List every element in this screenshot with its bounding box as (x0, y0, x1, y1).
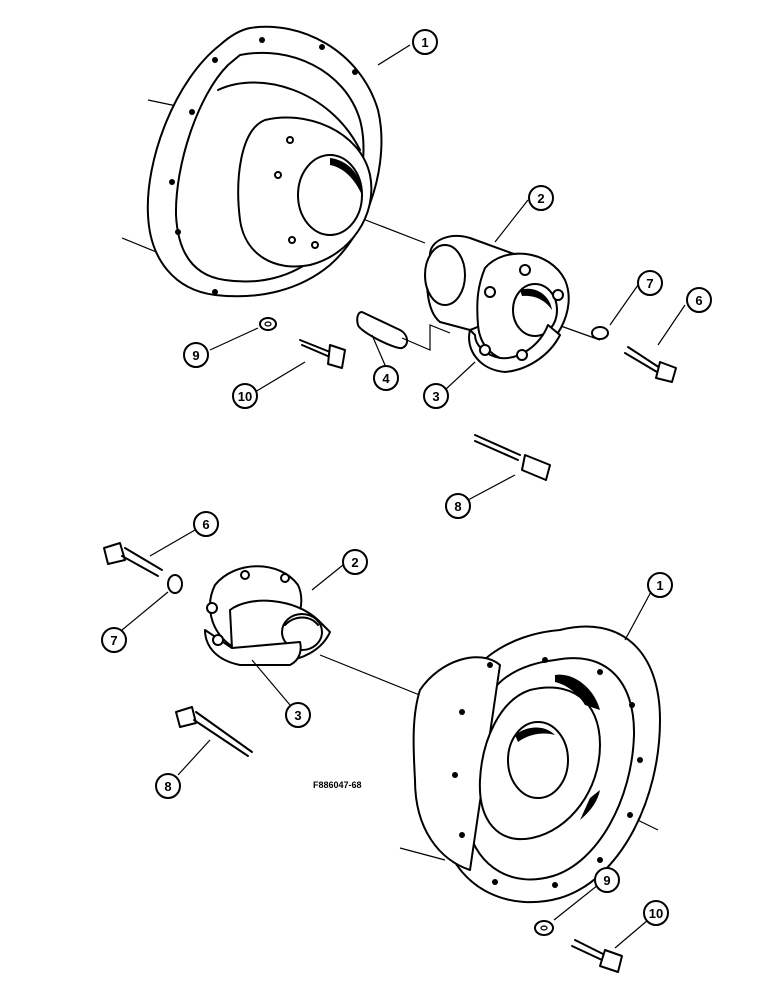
svg-text:8: 8 (164, 779, 171, 794)
callout-bubble: 1 (412, 29, 438, 55)
callout-bubble: 7 (637, 270, 663, 296)
svg-text:7: 7 (110, 633, 117, 648)
lower-washer-7 (167, 574, 183, 594)
callout-bubble: 1 (647, 572, 673, 598)
upper-hub (424, 235, 570, 373)
callout-bubble: 9 (183, 342, 209, 368)
callout-bubble: 7 (101, 627, 127, 653)
upper-bolt-6 (624, 346, 677, 383)
upper-key (356, 311, 451, 351)
svg-text:8: 8 (454, 499, 461, 514)
svg-text:10: 10 (649, 906, 663, 921)
lower-hub (204, 565, 331, 666)
upper-assembly (121, 25, 686, 501)
callout-bubble: 4 (373, 365, 399, 391)
svg-text:2: 2 (537, 191, 544, 206)
callout-bubble: 6 (193, 511, 219, 537)
callout-bubble: 10 (643, 900, 669, 926)
lower-housing (412, 625, 661, 904)
callout-bubble: 3 (423, 383, 449, 409)
upper-washer-9 (259, 317, 277, 331)
callout-bubble: 9 (594, 867, 620, 893)
svg-text:9: 9 (192, 348, 199, 363)
callout-bubble: 2 (342, 549, 368, 575)
callout-bubble: 3 (285, 702, 311, 728)
upper-bolt-8 (474, 434, 551, 481)
callout-bubble: 2 (528, 185, 554, 211)
svg-text:6: 6 (202, 517, 209, 532)
callout-bubble: 6 (686, 287, 712, 313)
figure-id-label: F886047-68 (313, 780, 362, 790)
svg-text:4: 4 (382, 371, 390, 386)
lower-bolt-10 (571, 939, 623, 973)
svg-text:1: 1 (421, 35, 428, 50)
lower-bolt-8 (175, 706, 253, 757)
svg-text:9: 9 (603, 873, 610, 888)
lower-washer-9 (534, 920, 554, 936)
svg-text:7: 7 (646, 276, 653, 291)
upper-washer-7 (591, 326, 609, 340)
svg-text:10: 10 (238, 389, 252, 404)
callout-bubble: 8 (445, 493, 471, 519)
upper-housing (146, 25, 383, 298)
lower-bolt-6 (103, 542, 163, 577)
svg-text:3: 3 (432, 389, 439, 404)
svg-text:2: 2 (351, 555, 358, 570)
svg-text:1: 1 (656, 578, 663, 593)
svg-text:3: 3 (294, 708, 301, 723)
upper-callouts: 1 2 7 6 9 10 4 3 (183, 29, 712, 519)
lower-assembly (103, 529, 661, 973)
callout-bubble: 10 (232, 383, 258, 409)
callout-bubble: 8 (155, 773, 181, 799)
svg-text:6: 6 (695, 293, 702, 308)
upper-bolt-10 (299, 339, 346, 369)
lower-callouts: 6 2 7 1 3 8 9 10 (101, 511, 673, 926)
